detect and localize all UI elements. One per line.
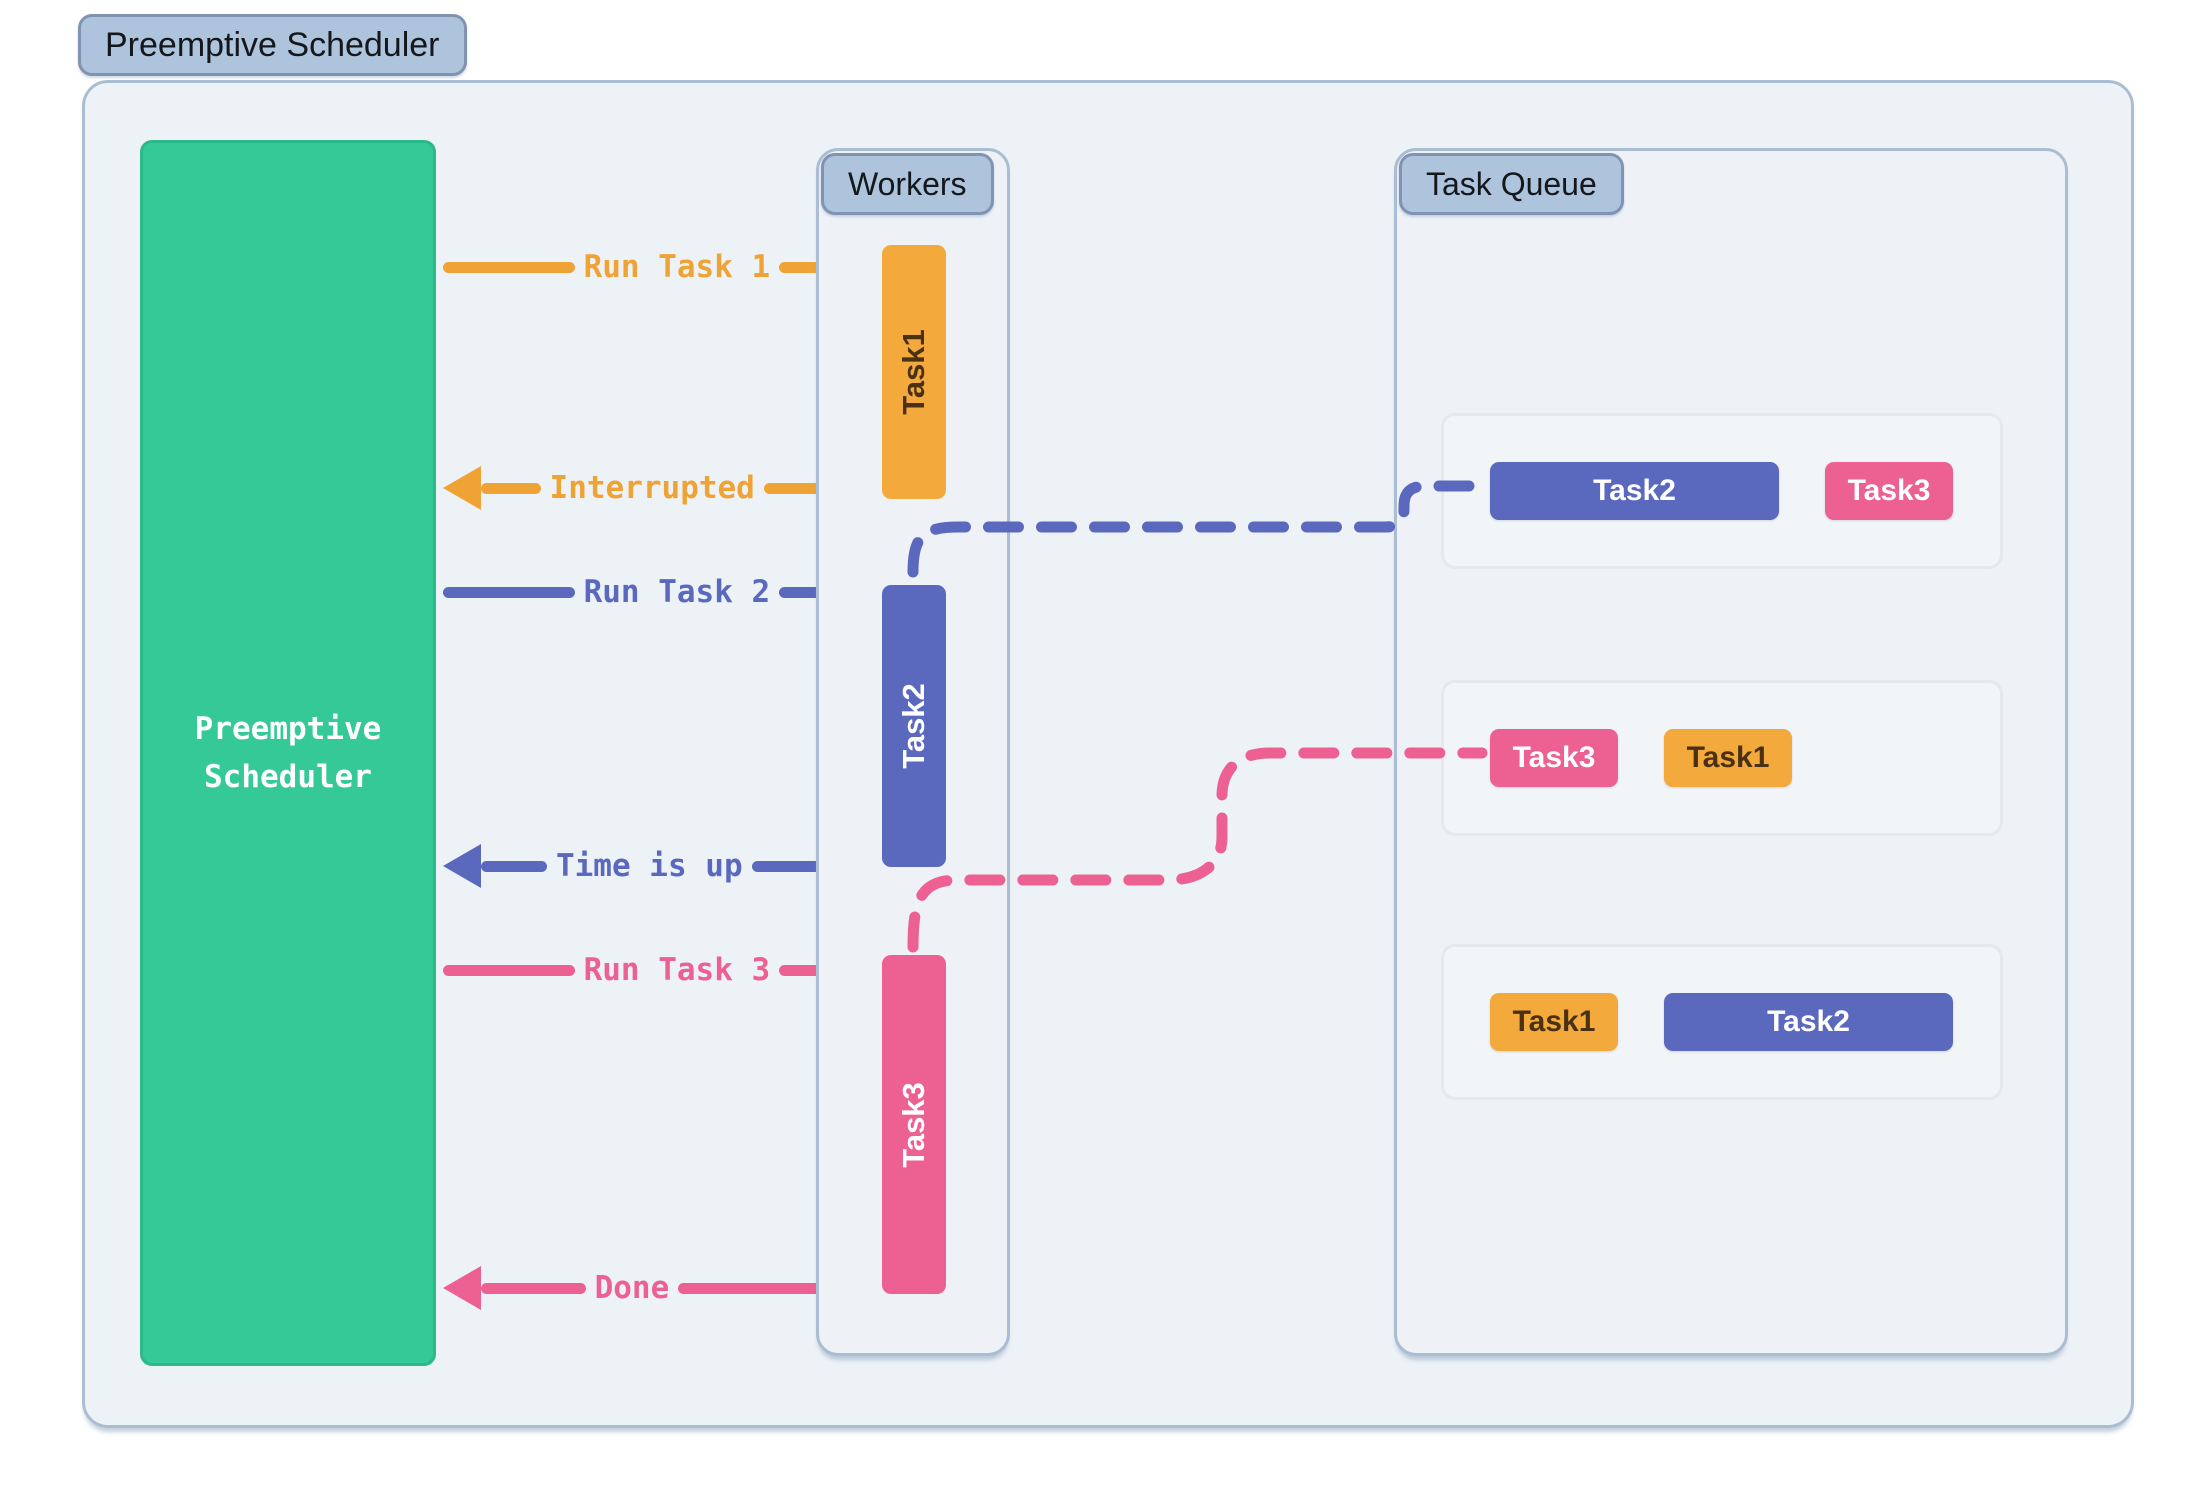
message-time-is-up: Time is up: [443, 836, 877, 896]
preemptive-scheduler-node: Preemptive Scheduler: [140, 140, 436, 1366]
message-label: Run Task 1: [583, 249, 771, 285]
preemptive-scheduler-node-label: Preemptive Scheduler: [195, 705, 382, 801]
arrow-left-icon: [443, 844, 481, 888]
arrow-line: [481, 1282, 586, 1294]
arrow-line: [481, 482, 541, 494]
queue-row-2: Task3 Task1: [1441, 680, 2003, 836]
worker-bar-label: Task1: [896, 329, 932, 415]
message-label: Run Task 3: [583, 952, 771, 988]
arrow-line: [481, 860, 547, 872]
message-run-task-3: Run Task 3: [443, 940, 877, 1000]
scheduler-label-line2: Scheduler: [204, 759, 372, 795]
worker-bar-task2: Task2: [882, 585, 946, 867]
arrow-line: [779, 261, 839, 273]
workers-badge: Workers: [821, 153, 994, 215]
message-interrupted: Interrupted: [443, 458, 877, 518]
diagram-title-badge: Preemptive Scheduler: [78, 14, 467, 76]
arrow-left-icon: [443, 466, 481, 510]
diagram-title: Preemptive Scheduler: [105, 25, 440, 64]
queue-chip-task1: Task1: [1664, 729, 1792, 787]
worker-bar-label: Task2: [896, 683, 932, 769]
message-label: Done: [594, 1270, 670, 1306]
queue-row-3: Task1 Task2: [1441, 944, 2003, 1100]
queue-chip-task3: Task3: [1490, 729, 1618, 787]
task-queue-group: Task Queue Task2 Task3 Task3 Task1 Task1…: [1394, 148, 2068, 1356]
queue-row-1: Task2 Task3: [1441, 413, 2003, 569]
message-label: Run Task 2: [583, 574, 771, 610]
scheduler-label-line1: Preemptive: [194, 711, 382, 747]
task-queue-title: Task Queue: [1426, 165, 1597, 202]
worker-bar-label: Task3: [896, 1081, 932, 1168]
arrow-line: [779, 586, 839, 598]
arrow-line: [443, 964, 575, 976]
arrow-line: [678, 1282, 877, 1294]
worker-bar-task1: Task1: [882, 245, 946, 499]
arrow-line: [779, 964, 839, 976]
message-label: Time is up: [555, 848, 743, 884]
queue-chip-task1: Task1: [1490, 993, 1618, 1051]
arrow-line: [443, 261, 575, 273]
message-done: Done: [443, 1258, 877, 1318]
arrow-line: [751, 860, 877, 872]
arrow-left-icon: [443, 1266, 481, 1310]
queue-chip-task2: Task2: [1664, 993, 1953, 1051]
arrow-line: [443, 586, 575, 598]
workers-group: Workers Task1 Task2 Task3: [816, 148, 1010, 1356]
task-queue-badge: Task Queue: [1399, 153, 1624, 215]
workers-title: Workers: [848, 165, 967, 202]
queue-chip-task3: Task3: [1825, 462, 1953, 520]
queue-chip-task2: Task2: [1490, 462, 1779, 520]
message-run-task-1: Run Task 1: [443, 237, 877, 297]
message-run-task-2: Run Task 2: [443, 562, 877, 622]
message-label: Interrupted: [549, 470, 755, 506]
worker-bar-task3: Task3: [882, 955, 946, 1294]
